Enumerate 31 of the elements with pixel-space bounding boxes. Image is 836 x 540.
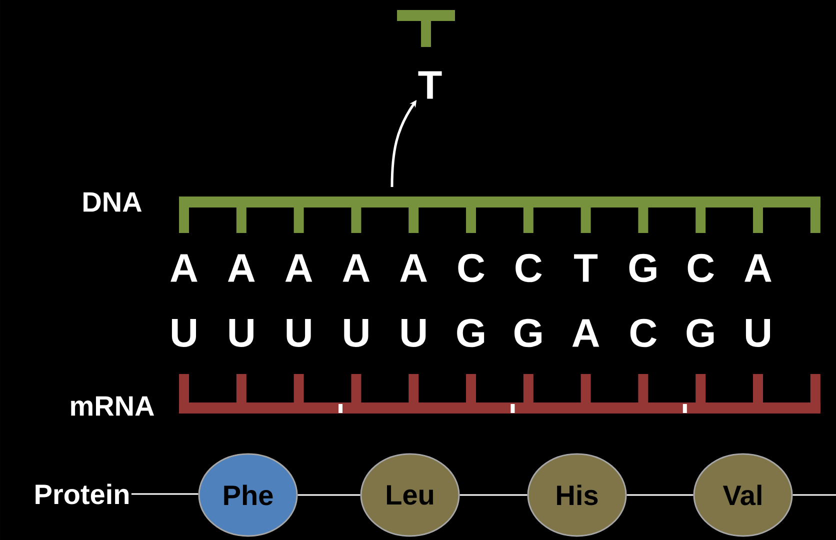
base-letter: G [457, 318, 484, 348]
connector-line [626, 494, 694, 496]
base-letter: A [744, 254, 772, 282]
connector-line [460, 494, 528, 496]
base-letter: U [402, 319, 426, 347]
base-letter: A [342, 254, 370, 282]
nucleotide-letter: T [418, 71, 442, 99]
row-label: Protein [36, 484, 128, 504]
base-letter: G [514, 318, 542, 348]
base-letter: U [286, 319, 311, 347]
base-letter: G [686, 318, 714, 348]
base-letter: U [746, 319, 770, 347]
connector-line [298, 494, 360, 496]
base-letter: G [629, 254, 656, 282]
base-letter: A [572, 319, 600, 347]
connector-line [131, 493, 198, 495]
base-letter: C [458, 254, 484, 282]
base-letter: U [229, 319, 254, 347]
base-letter: C [688, 254, 714, 282]
strand-label: DNA [84, 192, 142, 212]
base-letter: A [170, 254, 198, 282]
base-letter: C [516, 254, 542, 282]
base-letter: U [344, 319, 368, 347]
base-letter: U [172, 319, 196, 347]
base-letter: T [574, 254, 598, 282]
connector-line [792, 494, 836, 496]
base-letter: A [400, 254, 427, 282]
base-letter: A [285, 254, 312, 282]
base-letter: A [228, 254, 255, 282]
strand-label: mRNA [71, 396, 154, 416]
base-letter: C [630, 318, 657, 348]
